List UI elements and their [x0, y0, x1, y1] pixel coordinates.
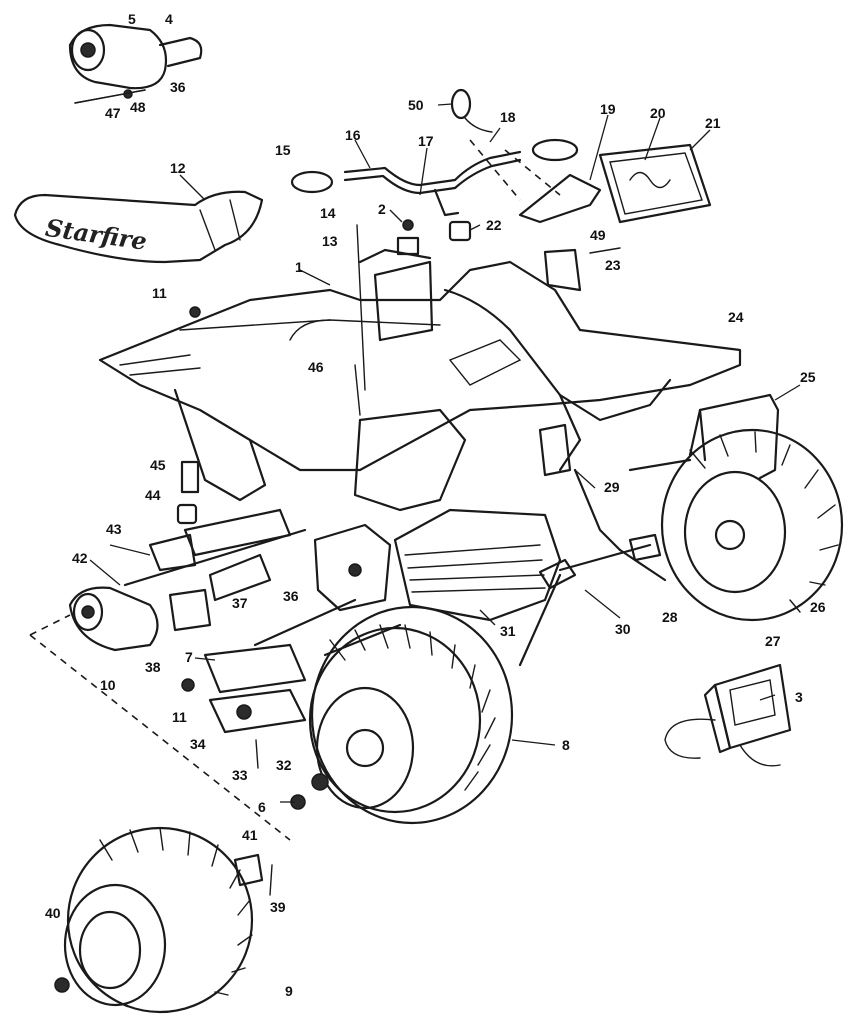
rear-rack — [628, 393, 780, 480]
callout-31: 31 — [500, 623, 516, 639]
callout-13: 13 — [322, 233, 338, 249]
wheel-exploded — [54, 826, 264, 1014]
callout-14: 14 — [320, 205, 336, 221]
callout-2: 2 — [378, 201, 386, 217]
callout-36-top: 36 — [170, 79, 186, 95]
seat: Starfire — [13, 190, 264, 264]
charger — [664, 663, 792, 767]
handlebar-assembly — [290, 88, 579, 217]
callout-22: 22 — [486, 217, 502, 233]
callout-41: 41 — [242, 827, 258, 843]
callout-39: 39 — [270, 899, 286, 915]
callout-6: 6 — [258, 799, 266, 815]
body-shell — [98, 260, 742, 512]
small-brackets — [448, 220, 582, 292]
callout-48: 48 — [130, 99, 146, 115]
callout-44: 44 — [145, 487, 161, 503]
callout-33: 33 — [232, 767, 248, 783]
hardware — [74, 89, 621, 896]
callout-32: 32 — [276, 757, 292, 773]
callout-19: 19 — [600, 101, 616, 117]
callout-34: 34 — [190, 736, 206, 752]
left-drive-assembly — [68, 460, 292, 652]
callout-49: 49 — [590, 227, 606, 243]
assembly-guide-lines — [29, 139, 561, 841]
callout-1: 1 — [295, 259, 303, 275]
callout-30: 30 — [615, 621, 631, 637]
callout-18: 18 — [500, 109, 516, 125]
callout-40: 40 — [45, 905, 61, 921]
callout-21: 21 — [705, 115, 721, 131]
callout-37: 37 — [232, 595, 248, 611]
callout-38: 38 — [145, 659, 161, 675]
battery-tray — [203, 643, 307, 734]
callout-36-mid: 36 — [283, 588, 299, 604]
callout-15: 15 — [275, 142, 291, 158]
callout-47: 47 — [105, 105, 121, 121]
callout-42: 42 — [72, 550, 88, 566]
callout-9: 9 — [285, 983, 293, 999]
callout-11-low: 11 — [172, 709, 187, 725]
callout-43: 43 — [106, 521, 122, 537]
callout-24: 24 — [728, 309, 744, 325]
battery — [358, 236, 434, 342]
callout-20: 20 — [650, 105, 666, 121]
callout-25: 25 — [800, 369, 816, 385]
callout-23: 23 — [605, 257, 621, 273]
steering-linkage — [538, 423, 667, 590]
callout-28: 28 — [662, 609, 678, 625]
motor-housing — [313, 508, 562, 622]
wheel-rear-right — [660, 428, 844, 622]
leader-lines — [89, 103, 801, 803]
callout-11-top: 11 — [152, 285, 167, 301]
callout-labels: 5 4 36 47 48 50 18 19 20 21 16 17 15 12 … — [45, 11, 826, 999]
callout-27: 27 — [765, 633, 781, 649]
callout-8: 8 — [562, 737, 570, 753]
callout-29: 29 — [604, 479, 620, 495]
callout-16: 16 — [345, 127, 361, 143]
seat-decal-text: Starfire — [44, 213, 149, 256]
callout-46: 46 — [308, 359, 324, 375]
callout-17: 17 — [418, 133, 434, 149]
callout-26: 26 — [810, 599, 826, 615]
wheel-front — [290, 605, 514, 825]
callout-4: 4 — [165, 11, 173, 27]
callout-7: 7 — [185, 649, 193, 665]
callout-3: 3 — [795, 689, 803, 705]
callout-5: 5 — [128, 11, 136, 27]
callout-12: 12 — [170, 160, 186, 176]
callout-10: 10 — [100, 677, 116, 693]
callout-45: 45 — [150, 457, 166, 473]
gearbox-assembly-top — [68, 23, 203, 104]
dash-panel — [518, 143, 712, 224]
callout-50: 50 — [408, 97, 424, 113]
